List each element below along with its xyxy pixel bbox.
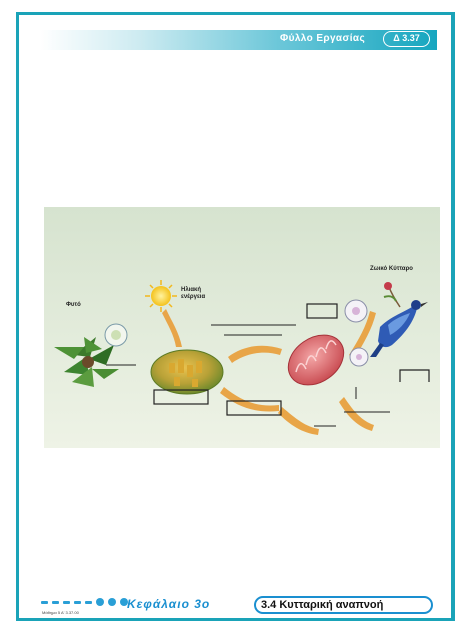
- footer-dot: [96, 598, 104, 606]
- chloroplast-illustration: [151, 350, 223, 394]
- worksheet-title: Φύλλο Εργασίας: [280, 33, 365, 44]
- section-title: 3.4 Κυτταρική αναπνοή: [254, 596, 433, 614]
- animal-label: Ζωικό Κύτταρο: [370, 266, 413, 273]
- footer-dots: [41, 598, 128, 606]
- plant-label: Φυτό: [66, 302, 81, 309]
- worksheet-code-badge: Δ 3.37: [383, 31, 430, 47]
- figure-illustration: [44, 207, 440, 448]
- chapter-label: Κεφάλαιο 3ο: [127, 597, 210, 611]
- footer-dot: [85, 601, 92, 604]
- footer-dot: [108, 598, 116, 606]
- footer-dot: [52, 601, 59, 604]
- sun-energy-label: Ηλιακή ενέργεια: [181, 287, 217, 301]
- header-band: [40, 30, 437, 50]
- footer-dot: [41, 601, 48, 604]
- footer-dot: [63, 601, 70, 604]
- footer-note: Μάθημα 5 Α' 3.37.00: [42, 610, 79, 615]
- plant-cell-magnified: [105, 324, 127, 346]
- footer-dot: [74, 601, 81, 604]
- energy-flow-figure: Φυτό Ηλιακή ενέργεια Ζωικό Κύτταρο: [44, 207, 440, 448]
